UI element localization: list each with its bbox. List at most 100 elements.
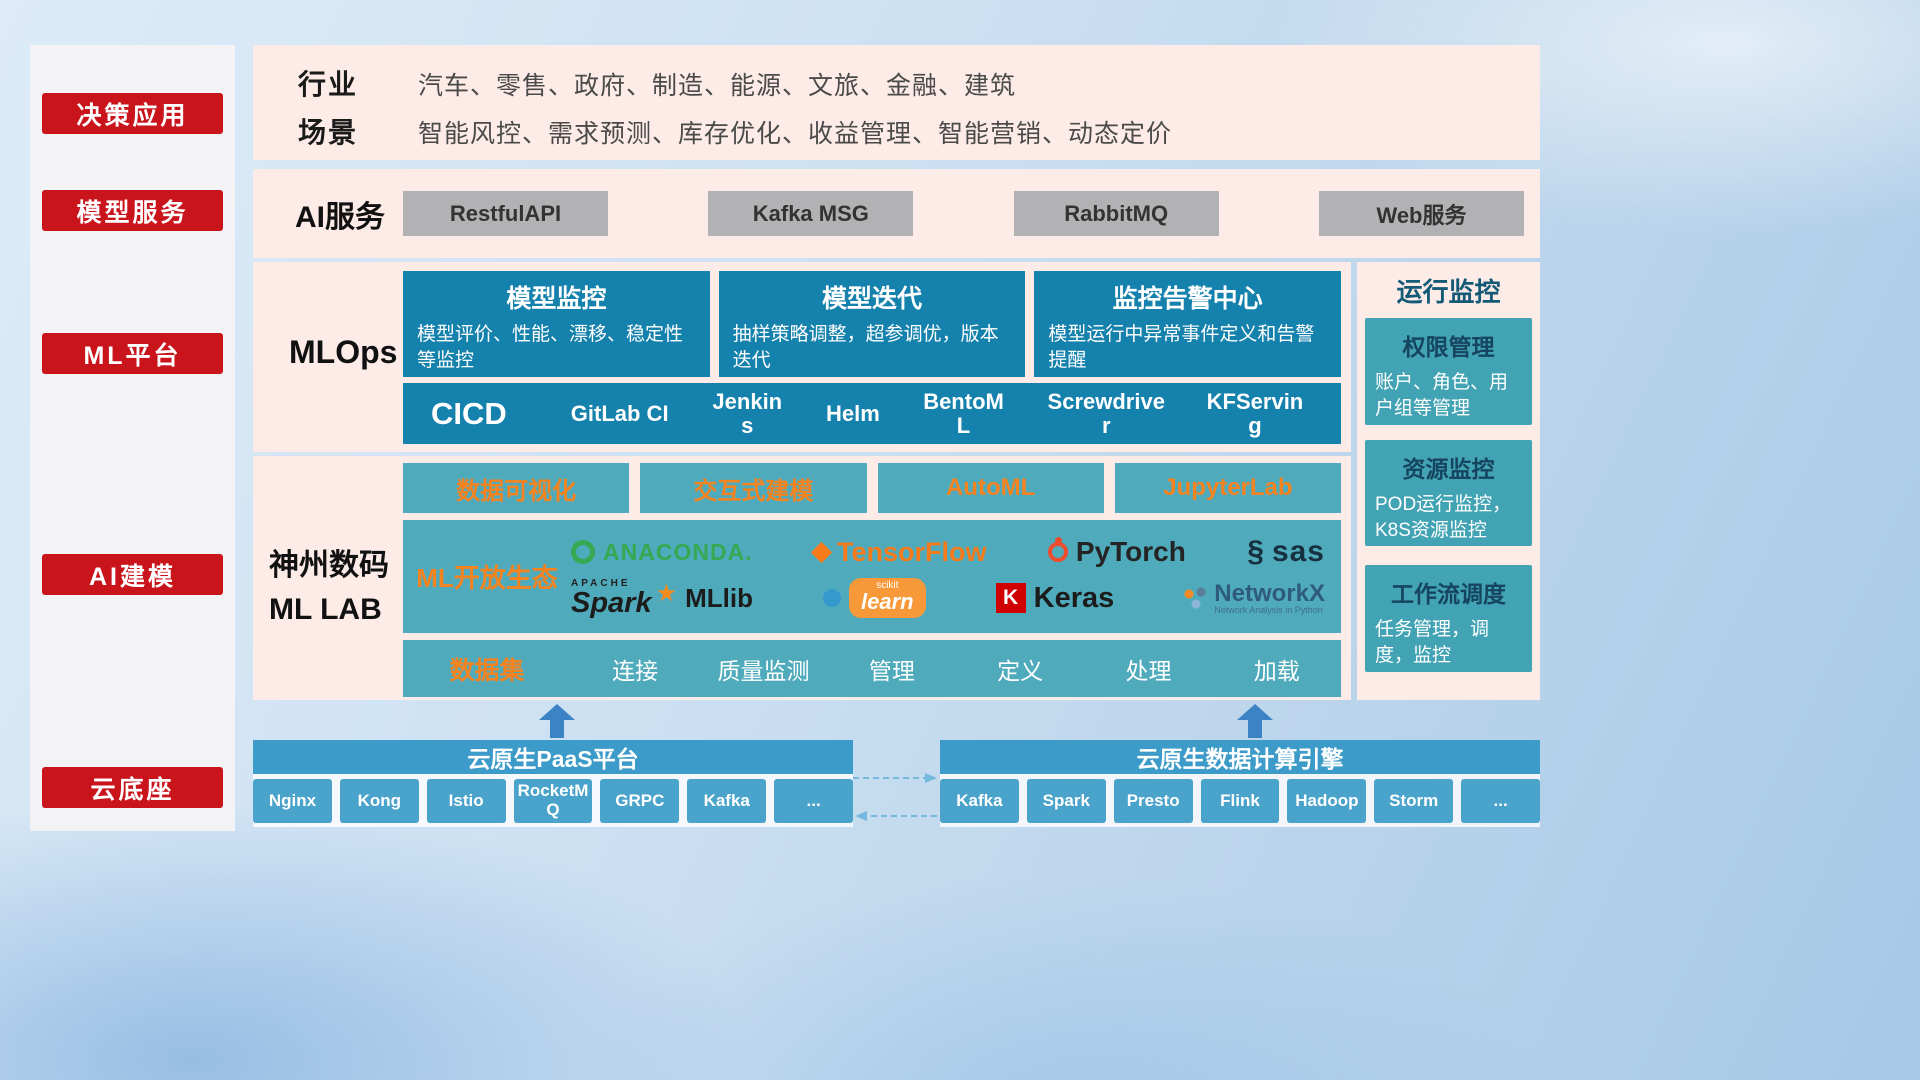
arrow-stem: [1248, 720, 1262, 738]
arrow-stem: [550, 720, 564, 738]
tensorflow-icon: [810, 541, 833, 563]
spark-mllib-logo: APACHE Spark MLlib: [571, 577, 753, 618]
card-title: 监控告警中心: [1112, 285, 1263, 313]
learn-label: learn: [861, 589, 914, 614]
dataset-item-load: 加载: [1253, 657, 1300, 684]
anaconda-logo: ANACONDA.: [571, 539, 753, 566]
paas-platform-bar: 云原生PaaS平台: [253, 740, 853, 774]
sas-logo: sas: [1247, 535, 1325, 569]
model-iteration-card: 模型迭代 抽样策略调整，超参调优，版本迭代: [718, 271, 1026, 377]
rocketmq-button: RocketMQ: [513, 779, 593, 823]
dataset-item-process: 处理: [1125, 657, 1172, 684]
data-visualization-button: 数据可视化: [403, 463, 630, 513]
ai-service-label: AI服务: [295, 200, 385, 234]
kong-button: Kong: [339, 779, 419, 823]
card-desc: POD运行监控，K8S资源监控: [1375, 494, 1512, 541]
sidebar-item-cloud-base: 云底座: [42, 767, 223, 808]
pytorch-icon: [1047, 537, 1068, 562]
keras-icon: K: [995, 583, 1026, 613]
card-desc: 抽样策略调整，超参调优，版本迭代: [732, 324, 999, 371]
ml-open-ecosystem: ML开放生态 ANACONDA. TensorFlow: [403, 520, 1341, 633]
card-title: 权限管理: [1402, 334, 1495, 360]
sidebar-item-ml-platform: ML平台: [42, 333, 223, 374]
dataset-item-connect: 连接: [612, 657, 659, 684]
up-arrow-icon: [1237, 704, 1273, 738]
cicd-bar: CICD GitLab CI Jenkins Helm BentoML Scre…: [403, 383, 1341, 444]
anaconda-icon: [571, 540, 595, 564]
rabbitmq-button: RabbitMQ: [1013, 191, 1219, 236]
helm-label: Helm: [826, 400, 880, 426]
dataset-items: 连接 质量监测 管理 定义 处理 加载: [571, 652, 1341, 686]
eco-label: ML开放生态: [416, 563, 558, 593]
web-service-button: Web服务: [1318, 191, 1524, 236]
flink-button: Flink: [1200, 779, 1280, 823]
card-title: 工作流调度: [1391, 581, 1506, 607]
card-title: 模型迭代: [822, 285, 923, 313]
more-button: ...: [1461, 779, 1541, 823]
mlops-cards: 模型监控 模型评价、性能、漂移、稳定性等监控 模型迭代 抽样策略调整，超参调优，…: [403, 271, 1342, 377]
mllab-label: 神州数码 ML LAB: [269, 544, 403, 631]
sidebar-item-ai-modeling: AI建模: [42, 554, 223, 595]
card-title: 模型监控: [506, 285, 607, 313]
industry-label: 行业: [298, 69, 359, 100]
networkx-label: NetworkX: [1214, 579, 1325, 607]
mllab-panel: 神州数码 ML LAB 数据可视化 交互式建模 AutoML JupyterLa…: [253, 456, 1351, 700]
mllib-label: MLlib: [685, 582, 753, 613]
workflow-scheduling-card: 工作流调度 任务管理，调度，监控: [1365, 565, 1532, 672]
mllab-content: 数据可视化 交互式建模 AutoML JupyterLab ML开放生态 ANA…: [403, 463, 1341, 697]
kafka-msg-button: Kafka MSG: [708, 191, 914, 236]
spark-star-icon: [656, 579, 678, 608]
card-desc: 任务管理，调度，监控: [1375, 619, 1490, 666]
ai-service-buttons: RestfulAPI Kafka MSG RabbitMQ Web服务: [403, 191, 1540, 236]
cicd-tools: GitLab CI Jenkins Helm BentoML Screwdriv…: [571, 388, 1305, 438]
kfserving-label: KFServing: [1206, 388, 1304, 438]
left-sidebar: 决策应用 模型服务 ML平台 AI建模 云底座: [30, 45, 235, 831]
restfulapi-button: RestfulAPI: [403, 191, 608, 236]
spark-wordmark: APACHE Spark: [571, 577, 652, 618]
kafka-button: Kafka: [687, 779, 767, 823]
scikit-learn-logo: scikit learn: [823, 578, 926, 618]
permission-management-card: 权限管理 账户、角色、用户组等管理: [1365, 318, 1532, 425]
bentoml-label: BentoML: [923, 388, 1004, 438]
runtime-monitoring-panel: 运行监控 权限管理 账户、角色、用户组等管理 资源监控 POD运行监控，K8S资…: [1357, 262, 1540, 700]
keras-label: Keras: [1033, 581, 1115, 614]
sas-icon: [1247, 535, 1264, 569]
istio-button: Istio: [426, 779, 506, 823]
scikit-learn-icon: [823, 589, 842, 607]
up-arrow-icon: [539, 704, 575, 738]
dataset-bar: 数据集 连接 质量监测 管理 定义 处理 加载: [403, 640, 1341, 697]
resource-monitoring-card: 资源监控 POD运行监控，K8S资源监控: [1365, 440, 1532, 546]
eco-logos: ANACONDA. TensorFlow PyTorch sas: [571, 520, 1341, 633]
mllab-tool-buttons: 数据可视化 交互式建模 AutoML JupyterLab: [403, 463, 1341, 513]
sidebar-item-model-service: 模型服务: [42, 190, 223, 231]
mlops-label: MLOps: [289, 334, 398, 370]
model-monitoring-card: 模型监控 模型评价、性能、漂移、稳定性等监控: [403, 271, 710, 377]
sidebar-item-decision-app: 决策应用: [42, 93, 223, 134]
jupyterlab-button: JupyterLab: [1114, 463, 1341, 513]
networkx-caption: Network Analysis in Python: [1214, 604, 1323, 615]
interactive-modeling-button: 交互式建模: [640, 463, 867, 513]
sas-label: sas: [1271, 535, 1325, 568]
anaconda-label: ANACONDA.: [603, 538, 753, 565]
hadoop-button: Hadoop: [1287, 779, 1367, 823]
networkx-wordmark: NetworkX Network Analysis in Python: [1214, 579, 1325, 616]
scikit-label: scikit: [876, 580, 899, 591]
industry-scene-panel: 行业 汽车、零售、政府、制造、能源、文旅、金融、建筑 场景 智能风控、需求预测、…: [253, 45, 1540, 160]
engine-items: Kafka Spark Presto Flink Hadoop Storm ..…: [940, 779, 1541, 823]
industry-line: 行业 汽车、零售、政府、制造、能源、文旅、金融、建筑: [298, 63, 1520, 103]
card-desc: 模型评价、性能、漂移、稳定性等监控: [417, 324, 684, 371]
mllab-label-line1: 神州数码: [269, 549, 389, 582]
networkx-logo: NetworkX Network Analysis in Python: [1184, 579, 1325, 616]
screwdriver-label: Screwdriver: [1047, 388, 1165, 438]
spark-button: Spark: [1026, 779, 1106, 823]
apache-label: APACHE: [571, 577, 631, 589]
scene-label: 场景: [298, 117, 359, 148]
arrow-head: [1237, 704, 1273, 720]
card-desc: 模型运行中异常事件定义和告警提醒: [1048, 324, 1315, 371]
dataset-label: 数据集: [449, 656, 525, 685]
data-engine-bar: 云原生数据计算引擎: [940, 740, 1540, 774]
industry-list: 汽车、零售、政府、制造、能源、文旅、金融、建筑: [418, 72, 1017, 100]
dashed-exchange-arrows-icon: [853, 773, 937, 821]
ai-service-panel: AI服务 RestfulAPI Kafka MSG RabbitMQ Web服务: [253, 169, 1540, 258]
